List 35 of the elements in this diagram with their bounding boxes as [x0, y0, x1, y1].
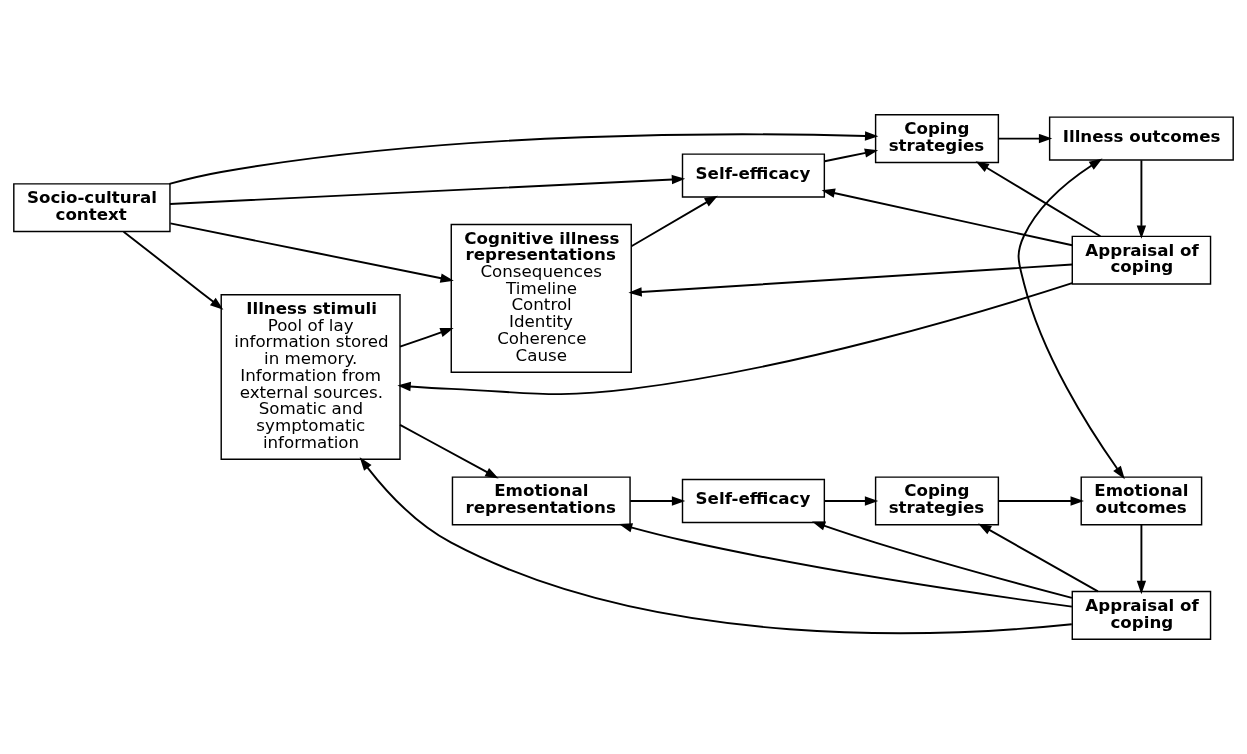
node-box: Appraisal of coping [1071, 235, 1212, 285]
arrow [628, 263, 1074, 297]
arrow [169, 222, 454, 283]
arrow [630, 195, 718, 248]
arrow [618, 523, 1073, 608]
arrow [1136, 524, 1147, 595]
arrow [811, 521, 1073, 599]
arrow [975, 161, 1102, 238]
node-box: Appraisal of coping [1071, 590, 1212, 640]
arrow [122, 230, 224, 310]
node-box: Coping strategies [874, 114, 1000, 164]
arrow [397, 282, 1074, 396]
arrow [1017, 158, 1125, 480]
node-box: Emotional representations [451, 476, 631, 526]
arrow [821, 188, 1074, 247]
arrow [823, 496, 879, 506]
node-box: Coping strategies [874, 476, 1000, 526]
arrow [997, 133, 1053, 144]
arrow [823, 148, 879, 163]
arrow [169, 174, 686, 205]
node-box: Cognitive illness representations Consequences Timeline Control Identity Coherence Cause [450, 223, 632, 373]
arrow [168, 131, 879, 185]
arrow [1136, 159, 1147, 239]
node-box: Emotional outcomes [1080, 476, 1203, 526]
arrow [978, 523, 1099, 593]
arrow [399, 328, 454, 348]
arrow [997, 496, 1084, 506]
node-box: Self-efficacy [681, 153, 826, 198]
node-box: Self-efficacy [681, 478, 826, 524]
node-box: Illness outcomes [1048, 116, 1234, 161]
node-box: Illness stimuli Pool of lay information stored in memory. Information from external sources. Somatic and symptomatic information [220, 294, 401, 460]
node-box: Socio-cultural context [13, 183, 171, 233]
arrow [399, 423, 499, 479]
arrow [629, 496, 686, 506]
arrow [359, 457, 1073, 635]
